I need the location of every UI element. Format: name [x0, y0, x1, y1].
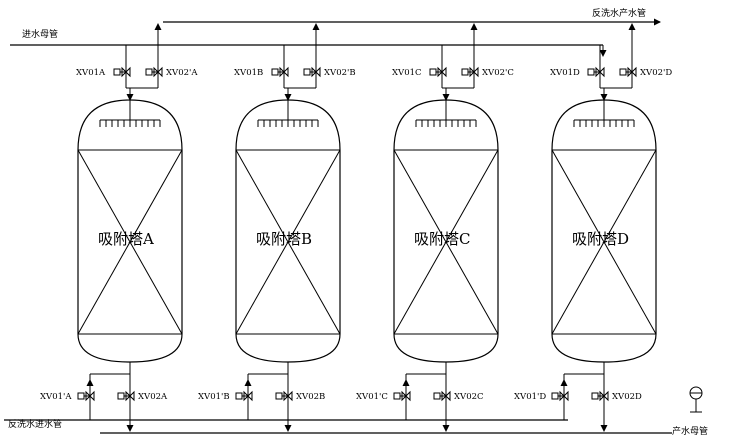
valve-label-top-bw: XV02'A: [166, 68, 198, 78]
valve-label-top-bw: XV02'B: [324, 68, 356, 78]
tower-b: 吸附塔B XV01B XV02'B XV01'B XV02B: [198, 45, 356, 402]
packed-bed: [393, 149, 499, 335]
valve-c-bottom-out[interactable]: [433, 390, 451, 402]
valve-label-bottom-out: XV02B: [296, 392, 325, 402]
valve-label-top-bw: XV02'D: [640, 68, 672, 78]
valve-label-bottom-out: XV02D: [612, 392, 642, 402]
valve-label-bottom-out: XV02A: [138, 392, 168, 402]
product-main-label: 产水母管: [672, 425, 708, 437]
valve-d-bottom-bw[interactable]: [551, 390, 569, 402]
pump-icon: [689, 386, 703, 413]
valve-b-top-in[interactable]: [271, 66, 289, 78]
valve-label-top-in: XV01D: [550, 68, 580, 78]
valve-label-top-in: XV01C: [392, 68, 422, 78]
valve-b-bottom-out[interactable]: [275, 390, 293, 402]
valve-d-bottom-out[interactable]: [591, 390, 609, 402]
tower-d: 吸附塔D XV01D XV02'D XV01'D XV02D: [514, 45, 672, 402]
tower-label: 吸附塔A: [98, 230, 154, 248]
valve-label-bottom-bw: XV01'B: [198, 392, 230, 402]
packed-bed: [77, 149, 183, 335]
valve-c-bottom-bw[interactable]: [393, 390, 411, 402]
bed-cross-2: [393, 149, 499, 335]
valve-label-top-in: XV01B: [234, 68, 263, 78]
valve-a-top-in[interactable]: [113, 66, 131, 78]
valve-c-top-bw[interactable]: [461, 66, 479, 78]
valve-a-top-bw[interactable]: [145, 66, 163, 78]
valve-a-bottom-out[interactable]: [117, 390, 135, 402]
valve-d-top-bw[interactable]: [619, 66, 637, 78]
valve-label-bottom-bw: XV01'D: [514, 392, 546, 402]
valve-label-bottom-bw: XV01'C: [356, 392, 388, 402]
bed-cross-2: [235, 149, 341, 335]
valve-b-top-bw[interactable]: [303, 66, 321, 78]
valve-b-bottom-bw[interactable]: [235, 390, 253, 402]
packed-bed: [235, 149, 341, 335]
tower-label: 吸附塔C: [414, 230, 470, 248]
packed-bed: [551, 149, 657, 335]
valve-c-top-in[interactable]: [429, 66, 447, 78]
valve-a-bottom-bw[interactable]: [77, 390, 95, 402]
bed-cross-2: [77, 149, 183, 335]
tower-a: 吸附塔A XV01A XV02'A XV01'A XV02A: [40, 45, 198, 402]
valve-label-bottom-out: XV02C: [454, 392, 484, 402]
tower-label: 吸附塔D: [572, 230, 629, 248]
inlet-main-label: 进水母管: [22, 28, 58, 40]
valve-label-top-bw: XV02'C: [482, 68, 514, 78]
tower-c: 吸附塔C XV01C XV02'C XV01'C XV02C: [356, 45, 514, 402]
backwash-outlet-main-label: 反洗水产水管: [592, 7, 646, 19]
tower-label: 吸附塔B: [256, 230, 312, 248]
backwash-inlet-main-label: 反洗水进水管: [8, 418, 62, 430]
bed-cross-2: [551, 149, 657, 335]
valve-label-bottom-bw: XV01'A: [40, 392, 72, 402]
valve-d-top-in[interactable]: [587, 66, 605, 78]
valve-label-top-in: XV01A: [76, 68, 106, 78]
